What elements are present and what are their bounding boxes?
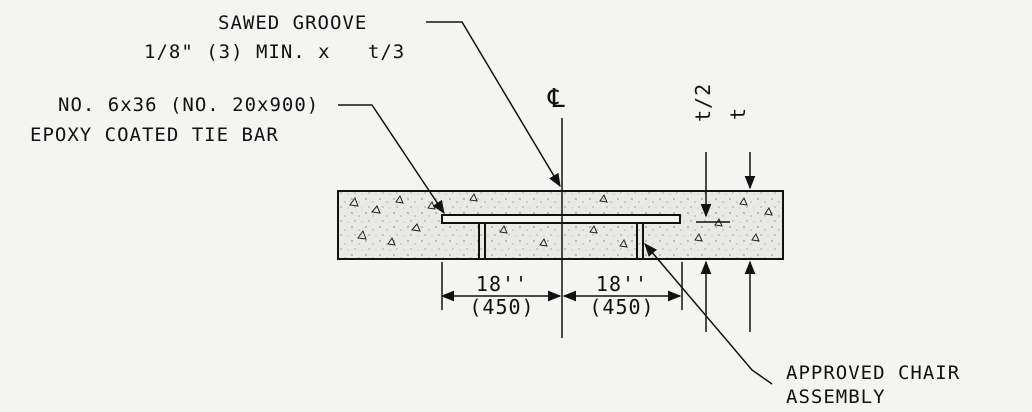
sawed-groove-label: SAWED GROOVE — [218, 12, 368, 34]
chair-label-line1: APPROVED CHAIR — [786, 362, 961, 384]
left-dimension-mm: (450) — [469, 295, 535, 319]
tie-bar-label-line1: NO. 6x36 (NO. 20x900) — [58, 94, 320, 116]
tie-bar — [441, 214, 681, 224]
chair-leader — [644, 242, 773, 385]
centerline-symbol: ℄ — [548, 84, 566, 114]
horizontal-dimension — [440, 262, 683, 310]
concrete-slab — [337, 190, 784, 260]
groove-size-label: 1/8" (3) MIN. x t/3 — [144, 41, 406, 63]
left-dimension-inches: 18'' — [475, 272, 529, 296]
thickness-label: t — [726, 106, 750, 120]
tie-bar-leader — [338, 104, 445, 215]
vertical-dimensions — [690, 152, 768, 332]
right-dimension-inches: 18'' — [595, 272, 649, 296]
sawed-groove-leader — [426, 21, 561, 188]
chair-label-line2: ASSEMBLY — [786, 386, 886, 408]
aggregate-marks — [349, 192, 773, 248]
tie-bar-label-line2: EPOXY COATED TIE BAR — [30, 124, 279, 146]
chair-assembly — [478, 223, 644, 259]
right-dimension-mm: (450) — [589, 295, 655, 319]
half-thickness-label: t/2 — [691, 82, 715, 122]
